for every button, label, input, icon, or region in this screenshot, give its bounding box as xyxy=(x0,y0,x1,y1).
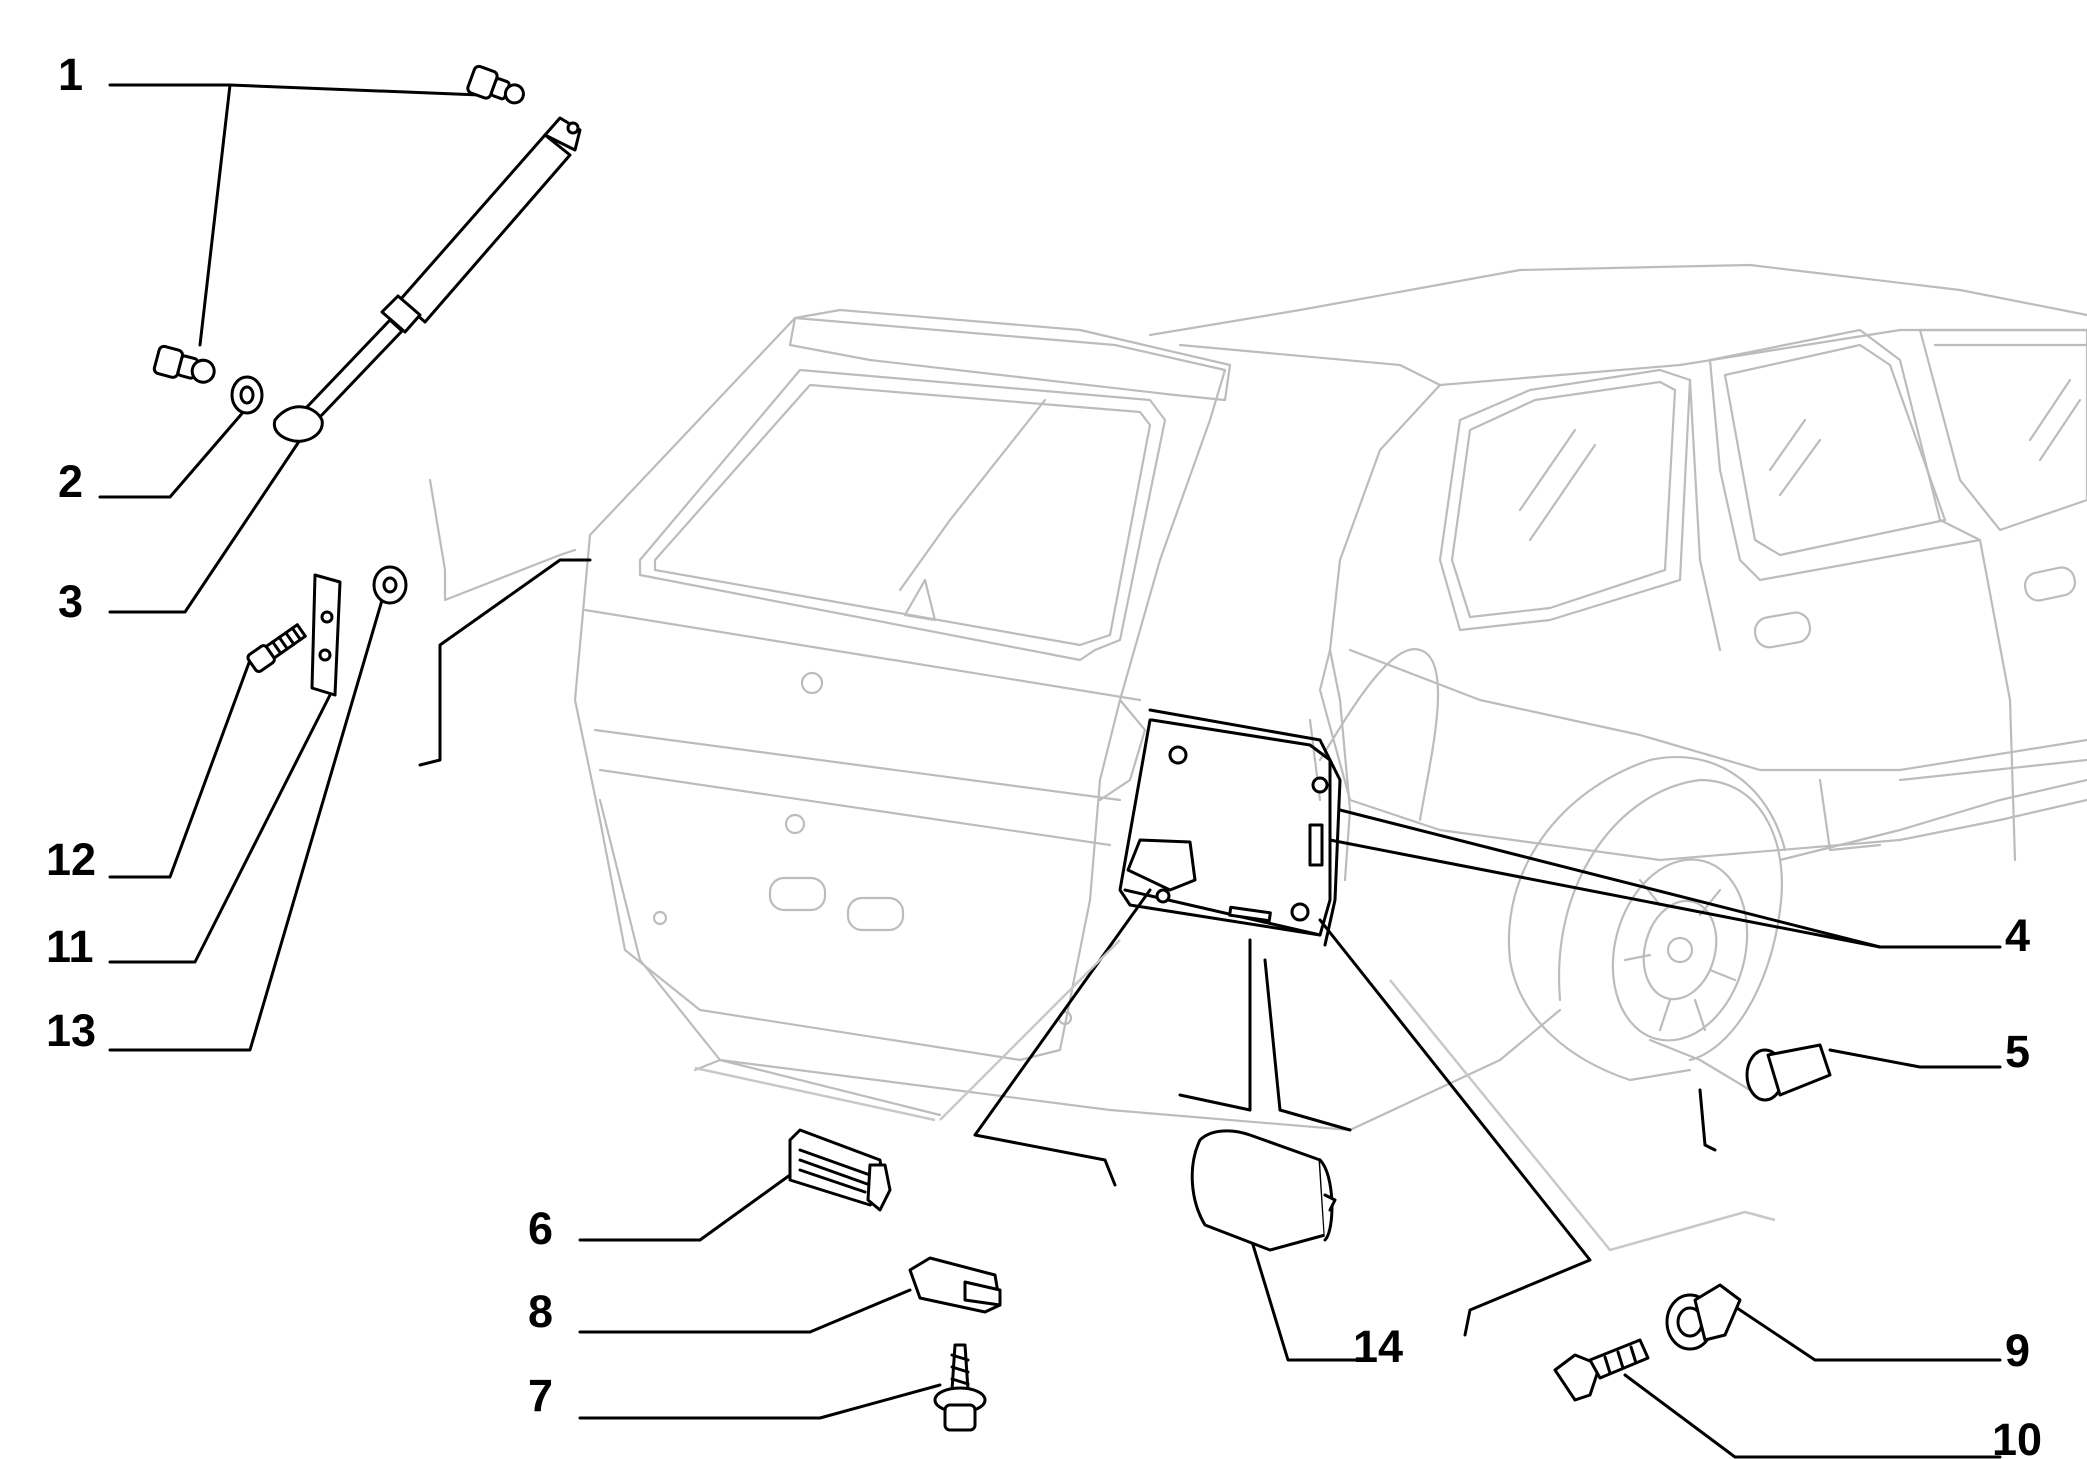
leader-lines xyxy=(98,83,2002,1459)
callout-12: 12 xyxy=(46,834,96,885)
callout-11: 11 xyxy=(46,921,94,972)
callout-9: 9 xyxy=(2005,1325,2030,1376)
nut-icon xyxy=(372,565,408,605)
callout-2: 2 xyxy=(58,456,83,507)
car-body-outline xyxy=(428,263,2087,1132)
callout-3: 3 xyxy=(58,576,83,627)
callout-10: 10 xyxy=(1992,1414,2042,1459)
clip-icon xyxy=(1665,1283,1742,1351)
screw-icon xyxy=(933,1343,987,1432)
callout-14: 14 xyxy=(1353,1321,1403,1372)
plastic-rivet-icon xyxy=(1745,1043,1832,1102)
callout-7: 7 xyxy=(528,1370,553,1421)
lamp-holder-icon xyxy=(908,1256,1002,1314)
bolt-icon xyxy=(246,623,307,674)
cover-icon xyxy=(1190,1129,1337,1252)
callout-13: 13 xyxy=(46,1005,96,1056)
callout-4: 4 xyxy=(2005,910,2030,961)
ball-stud-icon xyxy=(152,64,525,384)
fastener-icon xyxy=(1553,1338,1650,1402)
callout-5: 5 xyxy=(2005,1026,2030,1077)
callout-8: 8 xyxy=(528,1286,553,1337)
callout-1: 1 xyxy=(58,49,83,100)
washer-icon xyxy=(230,375,264,415)
license-plate-panel-icon xyxy=(1118,708,1342,947)
callout-6: 6 xyxy=(528,1203,553,1254)
callout-labels: 1 2 3 4 5 6 7 8 9 10 11 12 13 14 xyxy=(46,49,2042,1459)
gas-strut-icon xyxy=(272,116,582,443)
license-plate-lamp-icon xyxy=(788,1128,892,1212)
bracket-plate-icon xyxy=(310,573,342,697)
